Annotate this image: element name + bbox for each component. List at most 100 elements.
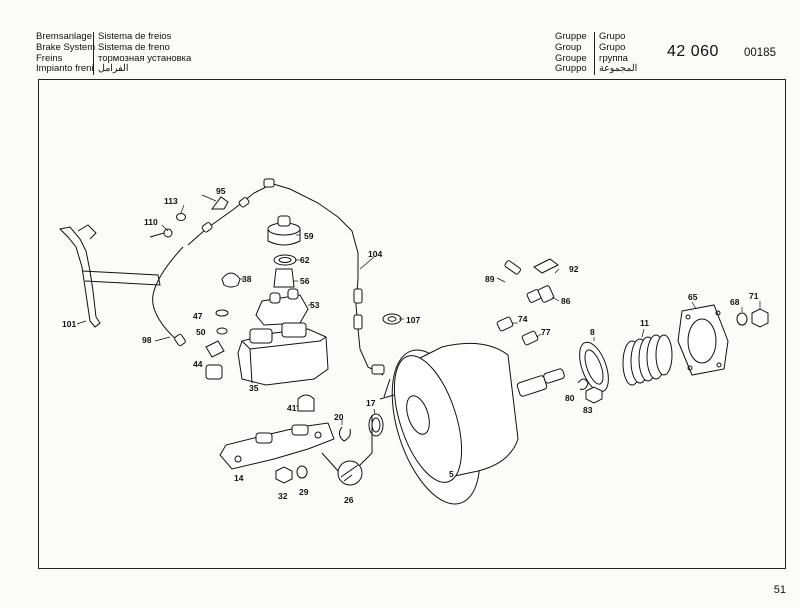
repair-kit-26 bbox=[321, 415, 373, 486]
part-label-32: 32 bbox=[278, 491, 288, 501]
nut-71 bbox=[751, 308, 769, 328]
part-label-50: 50 bbox=[196, 327, 206, 337]
part-label-53: 53 bbox=[310, 300, 320, 310]
group-label-de: Gruppe bbox=[555, 31, 587, 42]
circlip-20 bbox=[338, 426, 351, 442]
part-label-68: 68 bbox=[730, 297, 740, 307]
pipe-nut-98 bbox=[174, 333, 186, 347]
part-label-26: 26 bbox=[344, 495, 354, 505]
part-label-110: 110 bbox=[144, 217, 158, 227]
seal-47 bbox=[215, 309, 229, 317]
nut-83 bbox=[585, 386, 603, 404]
part-label-89: 89 bbox=[485, 274, 495, 284]
group-label-es: Grupo bbox=[599, 41, 626, 53]
ring-8 bbox=[579, 341, 609, 393]
diagram-frame bbox=[38, 79, 786, 569]
cap-41 bbox=[297, 394, 315, 412]
pin-92 bbox=[533, 258, 559, 274]
part-label-17: 17 bbox=[366, 398, 376, 408]
fitting-74 bbox=[496, 316, 514, 332]
group-label-ar: المجموعة bbox=[599, 63, 638, 75]
switch-44 bbox=[205, 340, 225, 380]
adaptor-53 bbox=[255, 294, 309, 326]
group-label-it: Gruppo bbox=[555, 63, 587, 75]
header-title-block: Bremsanlage Brake System Freins Impianto… bbox=[36, 31, 96, 75]
part-label-74: 74 bbox=[518, 314, 528, 324]
group-label-ru: группа bbox=[599, 52, 628, 64]
header-title-fr: Freins bbox=[36, 52, 63, 64]
boot-11 bbox=[622, 334, 673, 386]
part-label-77: 77 bbox=[541, 327, 551, 337]
part-label-56: 56 bbox=[300, 276, 310, 286]
part-label-44: 44 bbox=[193, 359, 203, 369]
seal-ring-62 bbox=[273, 254, 297, 266]
clip-95 bbox=[211, 196, 229, 210]
part-label-41: 41 bbox=[287, 403, 297, 413]
part-labels: 95 113 110 101 98 59 62 38 56 53 47 50 4… bbox=[62, 186, 759, 505]
page-code: 00185 bbox=[744, 47, 776, 59]
group-number: 42 060 bbox=[667, 43, 719, 60]
header-title-de: Bremsanlage bbox=[36, 31, 92, 42]
washer-68 bbox=[736, 312, 748, 326]
part-label-35: 35 bbox=[249, 383, 259, 393]
pin-89 bbox=[504, 260, 521, 275]
group-label-block: Gruppe Group Groupe Gruppo bbox=[555, 31, 587, 75]
reservoir-cap-59 bbox=[267, 215, 301, 246]
part-label-80: 80 bbox=[565, 393, 575, 403]
header-title-ar: الفرامل bbox=[98, 63, 129, 75]
part-label-5: 5 bbox=[449, 469, 454, 479]
group-label-block-2: Grupo Grupo группа المجموعة bbox=[594, 31, 638, 76]
part-label-47: 47 bbox=[193, 311, 203, 321]
exploded-parts-diagram: 95 113 110 101 98 59 62 38 56 53 47 50 4… bbox=[58, 178, 769, 505]
brake-booster-5 bbox=[379, 342, 565, 505]
part-label-83: 83 bbox=[583, 405, 593, 415]
part-label-95: 95 bbox=[216, 186, 226, 196]
part-label-98: 98 bbox=[142, 335, 152, 345]
master-cylinder-14 bbox=[219, 422, 335, 470]
header-title-pt: Sistema de freios bbox=[98, 31, 172, 42]
seal-50 bbox=[216, 327, 228, 335]
group-label-fr: Groupe bbox=[555, 52, 587, 64]
header-title-block-2: Sistema de freios Sistema de freno тормо… bbox=[93, 31, 192, 76]
clip-80 bbox=[577, 378, 589, 390]
washer-107 bbox=[382, 313, 402, 325]
brake-pipe-left-drawing bbox=[152, 246, 184, 342]
header-title-it: Impianto freni bbox=[36, 63, 94, 75]
part-label-113: 113 bbox=[164, 196, 178, 206]
part-label-86: 86 bbox=[561, 296, 571, 306]
header-title-ru: тормозная установка bbox=[98, 52, 192, 64]
nut-32 bbox=[275, 466, 293, 484]
header-title-en: Brake System bbox=[36, 41, 96, 53]
part-label-62: 62 bbox=[300, 255, 310, 265]
part-label-65: 65 bbox=[688, 292, 698, 302]
group-label-en: Group bbox=[555, 41, 582, 53]
part-label-107: 107 bbox=[406, 315, 420, 325]
gasket-65 bbox=[677, 304, 729, 376]
bolt-110 bbox=[149, 232, 165, 238]
part-label-92: 92 bbox=[569, 264, 579, 274]
part-label-38: 38 bbox=[242, 274, 252, 284]
part-label-101: 101 bbox=[62, 319, 76, 329]
seal-17 bbox=[368, 413, 384, 437]
washer-113 bbox=[176, 213, 186, 221]
part-label-104: 104 bbox=[368, 249, 382, 259]
part-label-8: 8 bbox=[590, 327, 595, 337]
header-title-es: Sistema de freno bbox=[98, 41, 170, 53]
seal-29 bbox=[296, 465, 308, 479]
part-label-11: 11 bbox=[640, 318, 649, 328]
part-label-59: 59 bbox=[304, 231, 314, 241]
part-label-71: 71 bbox=[749, 291, 759, 301]
group-label-pt: Grupo bbox=[599, 31, 626, 42]
part-label-29: 29 bbox=[299, 487, 309, 497]
part-label-20: 20 bbox=[334, 412, 344, 422]
plug-38 bbox=[221, 272, 241, 288]
reservoir-35 bbox=[237, 322, 329, 386]
page-number: 51 bbox=[773, 584, 786, 596]
brake-pipe-main-drawing bbox=[269, 182, 384, 376]
bracket-drawing bbox=[58, 224, 161, 328]
sleeve-56 bbox=[273, 268, 295, 288]
bolt-86 bbox=[526, 285, 555, 303]
leader-lines bbox=[76, 194, 761, 425]
part-label-14: 14 bbox=[234, 473, 244, 483]
fitting-77 bbox=[521, 330, 539, 346]
